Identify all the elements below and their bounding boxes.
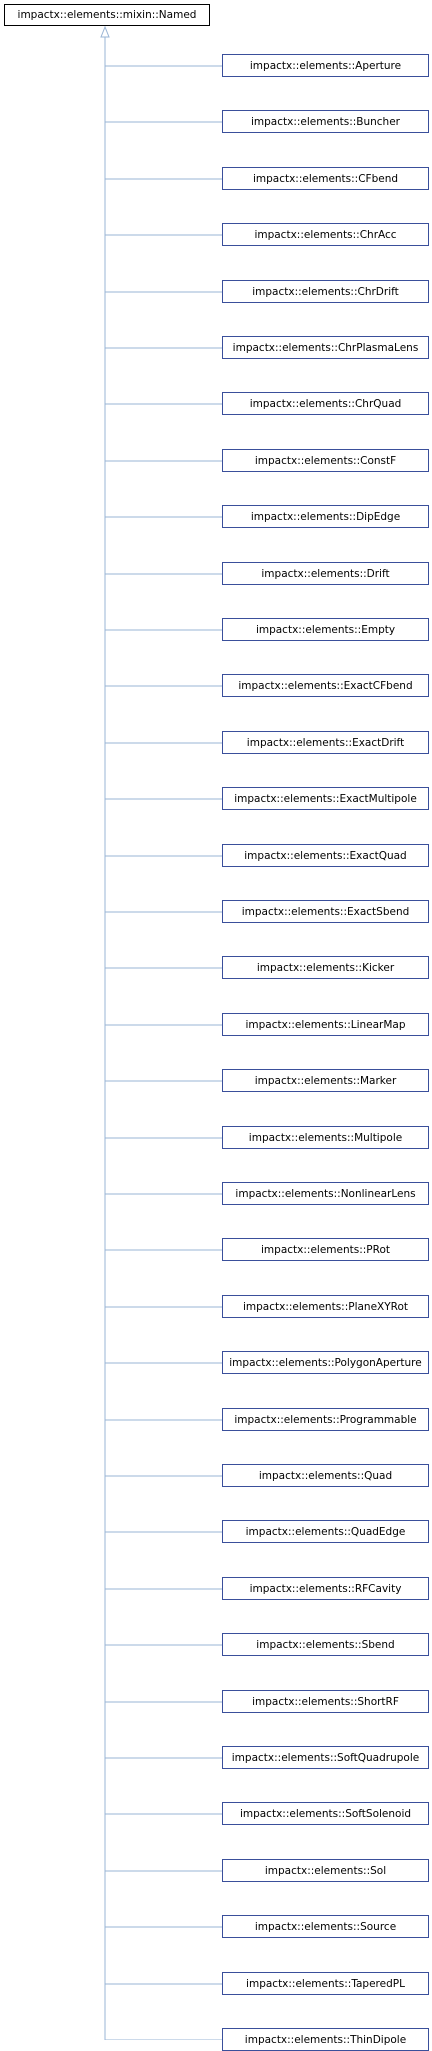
derived-class-node[interactable]: impactx::elements::ChrQuad — [222, 392, 429, 415]
derived-class-node[interactable]: impactx::elements::Programmable — [222, 1408, 429, 1431]
derived-class-node[interactable]: impactx::elements::ShortRF — [222, 1690, 429, 1713]
derived-class-node[interactable]: impactx::elements::Quad — [222, 1464, 429, 1487]
derived-class-node[interactable]: impactx::elements::Buncher — [222, 110, 429, 133]
derived-class-node[interactable]: impactx::elements::Kicker — [222, 956, 429, 979]
derived-class-node[interactable]: impactx::elements::ConstF — [222, 449, 429, 472]
derived-class-node[interactable]: impactx::elements::LinearMap — [222, 1013, 429, 1036]
derived-class-node[interactable]: impactx::elements::ExactDrift — [222, 731, 429, 754]
derived-class-node[interactable]: impactx::elements::PlaneXYRot — [222, 1295, 429, 1318]
derived-class-node[interactable]: impactx::elements::ExactMultipole — [222, 787, 429, 810]
derived-class-node[interactable]: impactx::elements::ExactCFbend — [222, 674, 429, 697]
derived-class-node[interactable]: impactx::elements::Drift — [222, 562, 429, 585]
derived-class-node[interactable]: impactx::elements::Sol — [222, 1859, 429, 1882]
derived-class-node[interactable]: impactx::elements::Aperture — [222, 54, 429, 77]
derived-class-node[interactable]: impactx::elements::Empty — [222, 618, 429, 641]
derived-class-node[interactable]: impactx::elements::PRot — [222, 1238, 429, 1261]
derived-class-node[interactable]: impactx::elements::Sbend — [222, 1633, 429, 1656]
derived-class-node[interactable]: impactx::elements::ChrAcc — [222, 223, 429, 246]
inheritance-arrow-icon — [100, 25, 110, 38]
derived-class-node[interactable]: impactx::elements::ExactSbend — [222, 900, 429, 923]
derived-class-node[interactable]: impactx::elements::Source — [222, 1915, 429, 1938]
derived-class-node[interactable]: impactx::elements::ExactQuad — [222, 844, 429, 867]
derived-class-node[interactable]: impactx::elements::ChrPlasmaLens — [222, 336, 429, 359]
derived-class-node[interactable]: impactx::elements::NonlinearLens — [222, 1182, 429, 1205]
derived-class-node[interactable]: impactx::elements::SoftQuadrupole — [222, 1746, 429, 1769]
derived-class-node[interactable]: impactx::elements::CFbend — [222, 167, 429, 190]
derived-class-node[interactable]: impactx::elements::SoftSolenoid — [222, 1802, 429, 1825]
derived-class-node[interactable]: impactx::elements::Marker — [222, 1069, 429, 1092]
derived-class-node[interactable]: impactx::elements::TaperedPL — [222, 1972, 429, 1995]
derived-class-node[interactable]: impactx::elements::QuadEdge — [222, 1520, 429, 1543]
derived-class-node[interactable]: impactx::elements::DipEdge — [222, 505, 429, 528]
derived-class-node[interactable]: impactx::elements::Multipole — [222, 1126, 429, 1149]
base-class-node[interactable]: impactx::elements::mixin::Named — [4, 4, 210, 26]
derived-class-node[interactable]: impactx::elements::RFCavity — [222, 1577, 429, 1600]
derived-class-node[interactable]: impactx::elements::ChrDrift — [222, 280, 429, 303]
derived-class-node[interactable]: impactx::elements::PolygonAperture — [222, 1351, 429, 1374]
